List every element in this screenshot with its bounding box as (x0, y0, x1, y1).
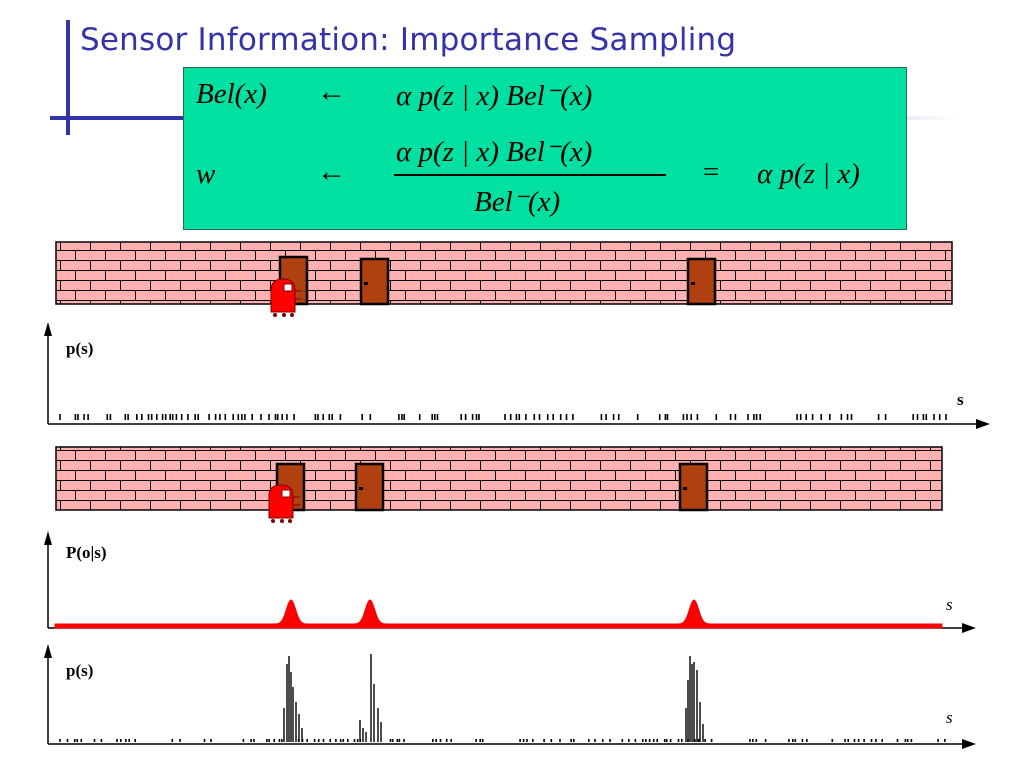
robot-icon (268, 484, 300, 523)
prior-x-label: s (957, 390, 964, 409)
wall-top (55, 241, 953, 317)
formula-row2-equals: = (701, 156, 721, 188)
door-icon (678, 462, 709, 512)
sensor-x-label: s (946, 595, 953, 614)
sensor-likelihood-curve (54, 599, 943, 629)
door-icon (686, 257, 717, 306)
prior-y-label: p(s) (66, 339, 93, 358)
plot-prior: p(s) s (44, 322, 990, 429)
sensor-y-label: P(o|s) (66, 543, 107, 562)
prior-sample-ticks (59, 414, 947, 420)
fraction-bar (394, 174, 666, 176)
formula-row1-arrow: ← (317, 76, 346, 108)
formula-row2-result: α p(z | x) (757, 158, 860, 190)
posterior-y-label: p(s) (66, 661, 93, 680)
title-accent-vertical (66, 20, 70, 135)
formula-row1-rhs: α p(z | x) Bel⁻(x) (396, 80, 593, 112)
posterior-x-label: s (946, 708, 953, 727)
formula-row2-denominator: Bel⁻(x) (474, 186, 561, 218)
plot-posterior: p(s) s (44, 644, 976, 749)
wall-bottom (55, 446, 943, 523)
door-icon (354, 462, 385, 512)
door-icon (359, 257, 390, 306)
formula-row2-arrow: ← (317, 156, 346, 188)
slide-title: Sensor Information: Importance Sampling (80, 22, 737, 58)
formula-row2-lhs: w (196, 158, 216, 190)
posterior-weighted-samples (59, 654, 946, 742)
formula-row2-numerator: α p(z | x) Bel⁻(x) (396, 136, 593, 168)
formula-row1-lhs: Bel(x) (196, 78, 267, 110)
formula-box: Bel(x) ← α p(z | x) Bel⁻(x) w ← α p(z | … (183, 67, 907, 230)
plot-sensor-model: P(o|s) s (44, 531, 976, 633)
robot-icon (270, 278, 302, 317)
